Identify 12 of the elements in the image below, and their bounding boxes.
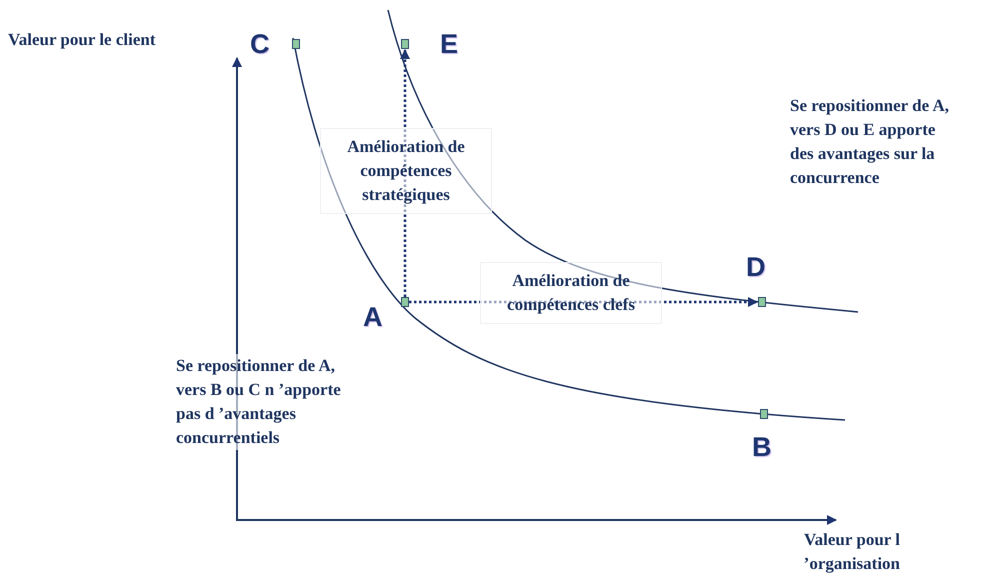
axis-title: Valeur pour le client [8, 29, 156, 51]
edge-label: Amélioration de compétences clefs [480, 262, 662, 324]
edge-label: Amélioration de compétences stratégiques [320, 128, 492, 214]
point-letter: B [752, 432, 772, 462]
point-letter: D [746, 252, 766, 282]
point-letter: E [440, 29, 458, 59]
note-text: Se repositionner de A, vers D ou E apporte des avantages sur la concurrence [790, 95, 950, 189]
point-letter: C [250, 29, 270, 59]
point-letter: A [363, 302, 382, 332]
arrow [400, 49, 410, 297]
arrow [409, 297, 758, 307]
axis-title: Valeur pour l ’organisation [802, 529, 900, 575]
